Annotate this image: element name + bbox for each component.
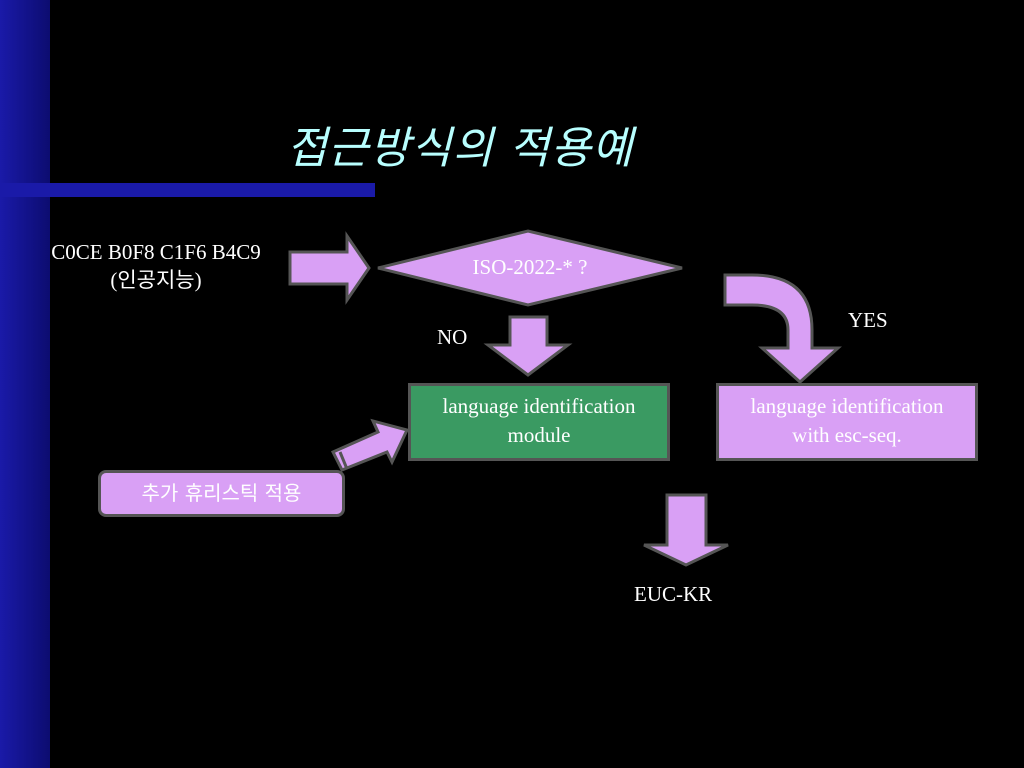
decision-label: ISO-2022-* ? [472,255,588,279]
lang-id-module-line2: module [507,423,571,447]
no-arrow [483,315,573,377]
input-code: C0CE B0F8 C1F6 B4C9 [51,240,261,264]
output-arrow [643,493,729,567]
lang-id-esc-box: language identification with esc-seq. [716,383,978,461]
yes-curved-arrow [723,273,842,385]
heuristic-arrow-tail-mark [338,451,349,470]
output-label: EUC-KR [634,582,713,606]
no-label: NO [437,325,468,349]
heuristic-arrow [330,418,410,472]
input-bytes: C0CE B0F8 C1F6 B4C9 (인공지능) [14,238,298,294]
lang-id-module-line1: language identification [442,394,636,418]
slide-sidebar-bar [0,0,50,768]
yes-label: YES [848,308,888,332]
title-underline-bar [0,183,375,197]
lang-id-esc-line2: with esc-seq. [792,423,902,447]
input-text: (인공지능) [110,268,202,292]
input-arrow [288,231,371,305]
heuristic-box: 추가 휴리스틱 적용 [98,470,345,517]
lang-id-esc-line1: language identification [750,394,944,418]
decision-diamond [377,229,683,307]
lang-id-module-box: language identification module [408,383,670,461]
slide-title: 접근방식의 적용예 [286,123,634,174]
